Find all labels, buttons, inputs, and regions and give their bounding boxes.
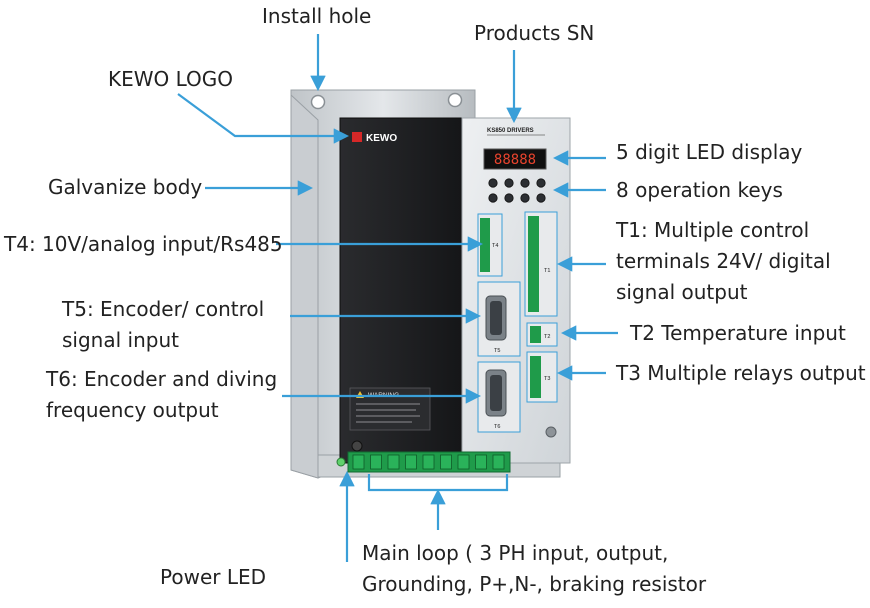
kewo-logo: KEWO: [366, 133, 397, 144]
control-panel: KS850 DRIVERS 88888 T4 T1: [461, 117, 571, 464]
t4-label: T4: [492, 243, 498, 249]
front-panel: KEWO WARNING: [339, 117, 463, 464]
label-t6: T6: Encoder and diving frequency output: [46, 367, 278, 422]
front-screw: [351, 440, 363, 452]
main-loop-terminal: [352, 454, 365, 470]
label-galvanize-body: Galvanize body: [48, 175, 203, 199]
label-t2: T2 Temperature input: [630, 321, 846, 345]
main-loop-terminals: [347, 451, 511, 473]
main-loop-bracket: [367, 474, 509, 492]
t5-connector: T5: [477, 281, 521, 357]
t4-terminal: T4: [477, 213, 503, 277]
led-display: 88888: [483, 148, 547, 170]
label-led-display: 5 digit LED display: [616, 140, 803, 164]
main-loop-terminal: [370, 454, 382, 470]
operation-key: [504, 178, 514, 188]
label-products-sn: Products SN: [474, 21, 595, 45]
label-power-led: Power LED: [160, 565, 267, 589]
operation-key: [536, 193, 546, 203]
label-main-loop: Main loop ( 3 PH input, output, Groundin…: [362, 541, 707, 596]
t1-label: T1: [544, 268, 550, 274]
label-t4: T4: 10V/analog input/Rs485: [4, 232, 283, 256]
operation-key: [536, 178, 546, 188]
label-kewo-logo: KEWO LOGO: [108, 67, 234, 91]
label-t3: T3 Multiple relays output: [616, 361, 866, 385]
main-loop-terminal: [475, 454, 487, 470]
label-operation-keys: 8 operation keys: [616, 178, 783, 202]
label-t5: T5: Encoder/ control signal input: [62, 297, 265, 352]
main-loop-terminal: [440, 454, 452, 470]
main-loop-terminal: [387, 454, 400, 470]
t6-label: T6: [494, 424, 500, 430]
main-loop-terminal: [422, 454, 435, 470]
install-hole: [310, 92, 463, 110]
label-t1: T1: Multiple control terminals 24V/ digi…: [616, 218, 831, 304]
main-loop-terminal: [492, 454, 505, 470]
t6-connector: T6: [477, 361, 521, 433]
label-install-hole: Install hole: [262, 4, 372, 28]
operation-keys: [488, 178, 546, 203]
t3-label: T3: [544, 376, 550, 382]
products-sn-label: KS850 DRIVERS: [487, 128, 534, 134]
main-loop-terminal: [405, 454, 417, 470]
t2-terminal: T2: [526, 322, 558, 347]
operation-key: [520, 193, 530, 203]
t2-label: T2: [544, 334, 550, 340]
led-digits: 88888: [494, 152, 536, 168]
main-loop-terminal: [457, 454, 470, 470]
operation-key: [520, 178, 530, 188]
power-led: [336, 457, 346, 467]
operation-key: [488, 193, 498, 203]
arrow-kewo-logo: [177, 93, 350, 144]
operation-key: [504, 193, 514, 203]
t5-label: T5: [494, 348, 500, 354]
operation-key: [488, 178, 498, 188]
t1-terminal: T1: [524, 211, 558, 317]
kewo-logo-mark: [352, 132, 362, 142]
panel-screw: [545, 426, 557, 438]
